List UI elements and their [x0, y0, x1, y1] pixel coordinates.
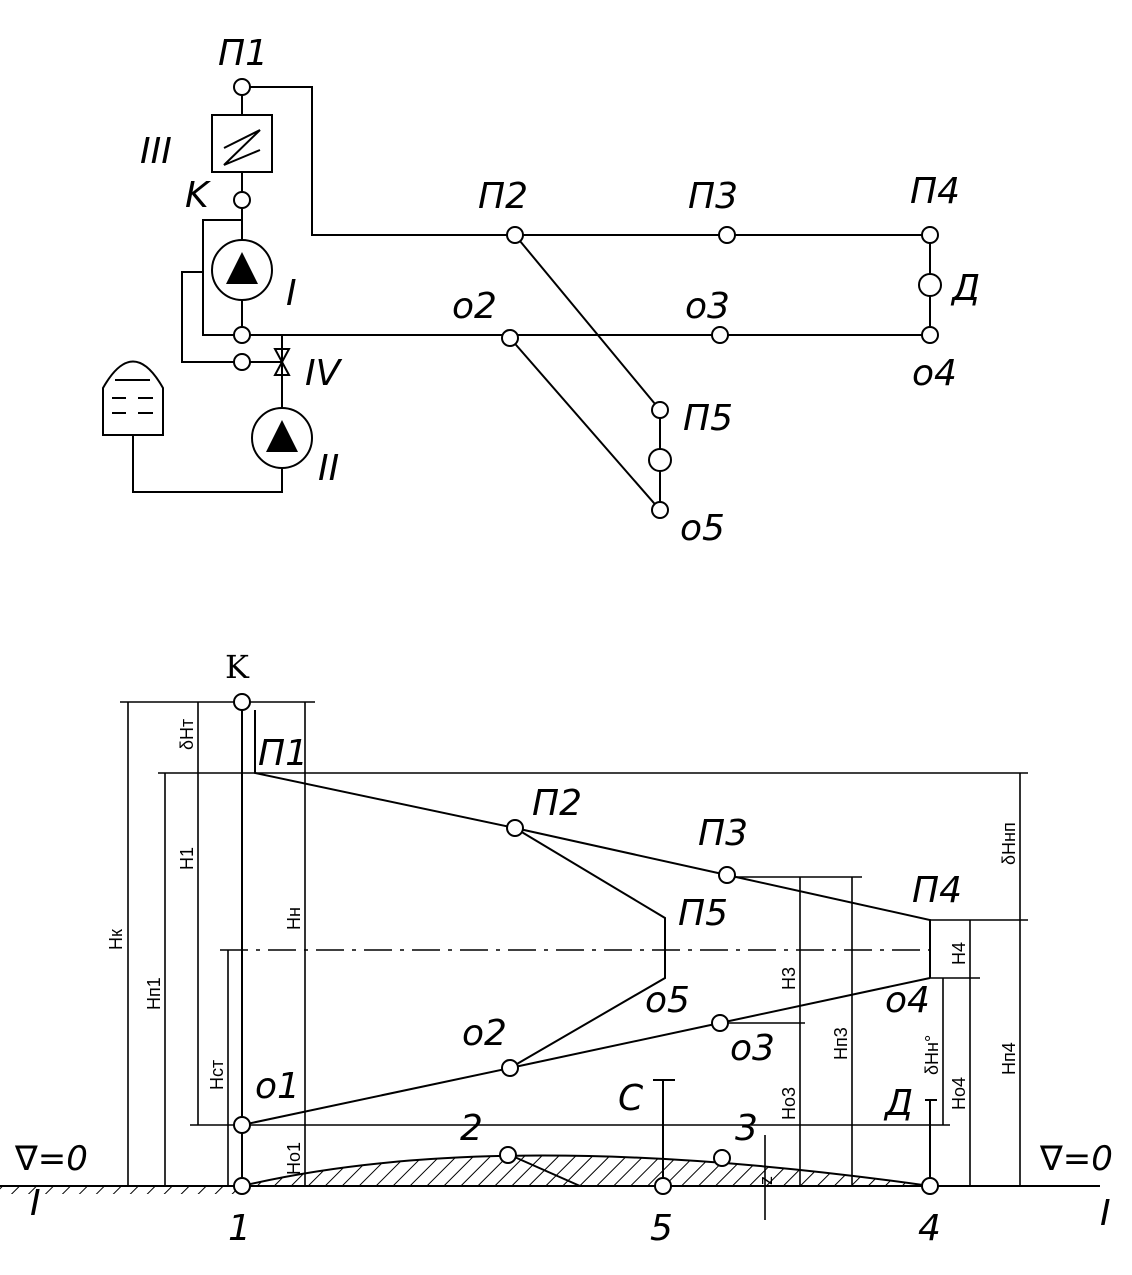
- label-o3: о3: [685, 286, 730, 327]
- label-o5: о5: [680, 508, 725, 549]
- profile-node-K: [233, 693, 251, 711]
- label-o2: о2: [452, 286, 497, 327]
- profile-label-K: K: [225, 648, 250, 686]
- node-P1: [233, 78, 251, 96]
- branch-piezometric-line: [509, 827, 666, 1069]
- node-P3: [718, 226, 736, 244]
- node-P4: [921, 226, 939, 244]
- node-makeup: [233, 353, 251, 371]
- profile-label-o4: о4: [885, 980, 930, 1021]
- dim-Ho3: Но3: [779, 1087, 799, 1120]
- node-K: [233, 191, 251, 209]
- valve-IV-icon: [273, 348, 291, 365]
- dim-H1: Н1: [177, 847, 197, 870]
- section-I-left: I: [30, 1183, 41, 1224]
- level-zero-right: ∇=0: [1039, 1139, 1113, 1179]
- profile-node-o2: [501, 1059, 519, 1077]
- terrain-profile: [241, 1154, 931, 1187]
- profile-label-P4: П4: [912, 870, 962, 911]
- heater-box: [211, 114, 273, 173]
- supply-main-line: [242, 86, 930, 236]
- label-K: K: [185, 175, 211, 216]
- node-o3: [711, 326, 729, 344]
- profile-label-P2: П2: [532, 783, 582, 824]
- label-P5: П5: [683, 398, 733, 439]
- label-I: I: [286, 273, 297, 314]
- dim-Hk: Нк: [106, 929, 126, 950]
- dim-Ho1: Но1: [284, 1142, 304, 1175]
- dimension-lines: [127, 702, 1021, 1220]
- node-P5: [651, 401, 669, 419]
- supply-piezometric-line: [254, 710, 931, 978]
- profile-node-o3: [711, 1014, 729, 1032]
- label-II: II: [318, 448, 339, 489]
- dim-dHn-p: δНнп: [999, 822, 1019, 865]
- dim-H4: Н4: [949, 942, 969, 965]
- profile-label-2: 2: [460, 1108, 483, 1149]
- profile-node-o1: [233, 1116, 251, 1134]
- node-pump-return: [233, 326, 251, 344]
- node-o4: [921, 326, 939, 344]
- label-D: Д: [950, 268, 980, 309]
- dim-H3: Н3: [779, 967, 799, 990]
- profile-label-o5: о5: [645, 980, 690, 1021]
- consumer-D: [918, 273, 942, 297]
- dim-Hp4: Нп4: [999, 1042, 1019, 1075]
- piping-scheme: П1 III K I IV II П2 П3 П4 Д о2 о3 о4 П5 …: [102, 33, 980, 549]
- label-P1: П1: [218, 33, 268, 74]
- label-P4: П4: [910, 171, 960, 212]
- axis-point-1: 1: [228, 1208, 251, 1249]
- branch-line-5: [509, 234, 661, 513]
- node-P2: [506, 226, 524, 244]
- label-III: III: [140, 131, 172, 172]
- profile-label-o2: о2: [462, 1013, 507, 1054]
- profile-label-o1: о1: [255, 1066, 300, 1107]
- profile-label-P5: П5: [678, 893, 728, 934]
- profile-label-P3: П3: [698, 813, 748, 854]
- dim-dHt: δНт: [177, 719, 197, 750]
- ground-node-2: [499, 1146, 517, 1164]
- dim-Hst: Нст: [207, 1060, 227, 1090]
- dim-Hp3: Нп3: [831, 1027, 851, 1060]
- dim-Ho4: Но4: [949, 1077, 969, 1110]
- profile-label-o3: о3: [730, 1028, 775, 1069]
- profile-node-P2: [506, 819, 524, 837]
- label-P3: П3: [688, 176, 738, 217]
- label-o4: о4: [912, 353, 957, 394]
- dim-Hp1: Нп1: [144, 977, 164, 1010]
- profile-label-D: Д: [883, 1083, 913, 1124]
- label-P2: П2: [478, 176, 528, 217]
- node-o5: [651, 501, 669, 519]
- axis-point-5: 5: [650, 1208, 673, 1249]
- return-piezometric-line: [241, 977, 931, 1126]
- level-zero-left: ∇=0: [14, 1139, 88, 1179]
- label-IV: IV: [305, 353, 343, 394]
- node-o2: [501, 329, 519, 347]
- profile-label-C: С: [618, 1078, 644, 1119]
- profile-label-P1: П1: [258, 733, 308, 774]
- profile-label-3: 3: [735, 1108, 758, 1149]
- heater-coil-icon: [223, 129, 261, 166]
- consumer-5: [648, 448, 672, 472]
- ground-node-4: [921, 1177, 939, 1195]
- ground-node-3: [713, 1149, 731, 1167]
- ground-node-1: [233, 1177, 251, 1195]
- ground-node-5: [654, 1177, 672, 1195]
- make-up-tank-icon: [102, 360, 164, 436]
- section-I-right: I: [1100, 1193, 1111, 1234]
- dim-dHn-o: δНн°: [922, 1035, 942, 1075]
- dim-z: z: [756, 1176, 776, 1185]
- piezometric-profile: K П1 П2 П3 П4 П5 о5 о4 о2 о3 о1 С Д 2 3 …: [0, 648, 1113, 1249]
- pump-I-triangle: [226, 252, 258, 284]
- axis-point-4: 4: [918, 1208, 941, 1249]
- dim-Hn: Нн: [284, 907, 304, 930]
- profile-node-P3: [718, 866, 736, 884]
